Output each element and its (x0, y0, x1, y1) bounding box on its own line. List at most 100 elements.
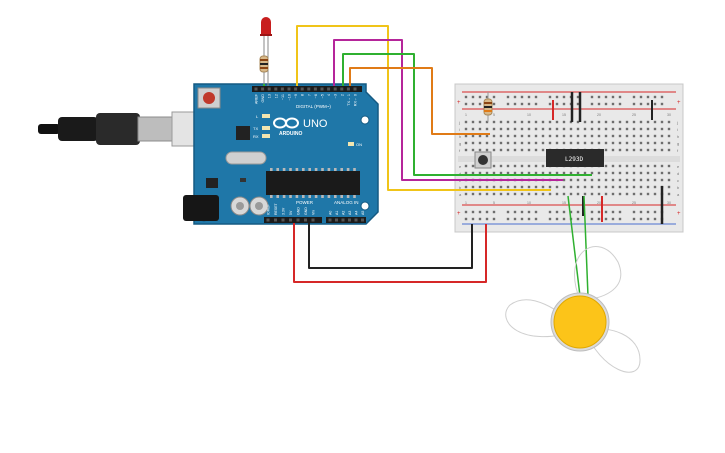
digital-pin-label: ~3 (334, 94, 338, 98)
digital-pin-label: 8 (301, 94, 305, 96)
svg-text:+: + (677, 211, 681, 217)
l-led-label: L (256, 114, 259, 119)
model-label: UNO (303, 118, 328, 130)
column-number: 30 (667, 201, 671, 205)
column-number: 30 (667, 113, 671, 117)
dc-motor-fan[interactable] (505, 246, 641, 373)
row-letter: a (677, 192, 680, 197)
analog-header[interactable] (326, 217, 366, 223)
red-led[interactable] (260, 17, 272, 86)
pulldown-resistor[interactable] (483, 92, 493, 122)
digital-pin-label: 12 (274, 94, 278, 98)
led-resistor[interactable] (259, 55, 269, 86)
wire-orange (349, 67, 490, 135)
crystal (225, 151, 267, 165)
logo-text: ARDUINO (279, 131, 302, 137)
usb-chip (236, 126, 250, 140)
analog-pin-label: A3 (348, 211, 352, 215)
power-pin-label: 3.3V (282, 207, 286, 215)
reset-button[interactable] (197, 87, 221, 109)
digital-pin-label: ~10 (288, 94, 292, 100)
svg-text:+: + (677, 100, 681, 106)
column-number: 25 (632, 201, 636, 205)
wire-black-ground (308, 223, 473, 269)
column-number: 10 (527, 201, 531, 205)
row-letter: a (459, 192, 462, 197)
column-number: 20 (597, 201, 601, 205)
column-number: 1 (465, 201, 467, 205)
power-header-label: POWER (296, 200, 314, 205)
digital-pin-label: 7 (307, 94, 311, 96)
tx-led-label: TX (253, 126, 258, 131)
row-letter: g (459, 141, 461, 146)
atmega-microcontroller (266, 168, 360, 198)
row-letter: h (459, 134, 461, 139)
digital-header[interactable] (252, 86, 362, 92)
column-number: 5 (493, 113, 495, 117)
digital-pin-label: ~11 (281, 94, 285, 100)
row-letter: i (677, 127, 678, 132)
power-header[interactable] (264, 217, 322, 223)
digital-pin-label: ~5 (321, 94, 325, 98)
motor-lead-2 (583, 195, 589, 297)
row-letter: d (459, 171, 461, 176)
arduino-logo: ARDUINO (273, 117, 302, 137)
l293d-motor-driver[interactable]: L293D (546, 149, 604, 167)
digital-pin-label: 2 (340, 94, 344, 96)
wire-magenta (333, 39, 563, 181)
power-pin-label: 5V (289, 210, 293, 215)
row-letter: g (677, 141, 679, 146)
analog-header-label: ANALOG IN (334, 200, 359, 205)
motor-hub (553, 295, 607, 349)
analog-pin-label: A1 (335, 211, 339, 215)
analog-pin-label: A5 (361, 211, 365, 215)
motor-lead-1 (567, 195, 581, 297)
analog-pin-label: A2 (342, 211, 346, 215)
row-letter: c (677, 178, 679, 183)
wire-green (342, 53, 592, 176)
digital-pin-label: RX← 0 (354, 94, 358, 106)
row-letter: b (459, 185, 462, 190)
row-letter: e (459, 164, 462, 169)
power-pin-label: RESET (274, 202, 278, 215)
column-number: 5 (493, 201, 495, 205)
column-number: 25 (632, 113, 636, 117)
row-letter: f (459, 148, 461, 153)
usb-cable[interactable] (38, 111, 203, 147)
row-letter: i (459, 127, 460, 132)
row-letter: j (676, 120, 678, 125)
column-number: 15 (562, 201, 566, 205)
power-pin-label: Vin (312, 210, 316, 215)
digital-pin-label: AREF (255, 93, 259, 104)
power-pin-label: IOREF (267, 204, 271, 215)
on-label: ON (356, 142, 362, 147)
digital-pin-label: ~6 (314, 94, 318, 98)
analog-pin-label: A4 (355, 211, 359, 215)
row-letter: b (677, 185, 680, 190)
digital-header-label: DIGITAL (PWM~) (296, 104, 331, 109)
digital-pin-label: TX→ 1 (347, 94, 351, 106)
digital-pin-label: GND (261, 94, 265, 103)
column-number: 1 (465, 113, 467, 117)
power-jack (183, 195, 219, 221)
wire-yellow (296, 25, 551, 191)
svg-text:+: + (457, 100, 461, 106)
ic-label: L293D (565, 156, 583, 163)
digital-pin-label: 4 (327, 94, 331, 96)
row-letter: d (677, 171, 679, 176)
column-number: 20 (597, 113, 601, 117)
column-number: 10 (527, 113, 531, 117)
row-letter: f (677, 148, 679, 153)
rx-led-label: RX (253, 134, 259, 139)
svg-text:+: + (457, 211, 461, 217)
pushbutton[interactable] (474, 151, 492, 169)
power-pin-label: GND (304, 207, 308, 215)
power-pin-label: GND (297, 207, 301, 215)
